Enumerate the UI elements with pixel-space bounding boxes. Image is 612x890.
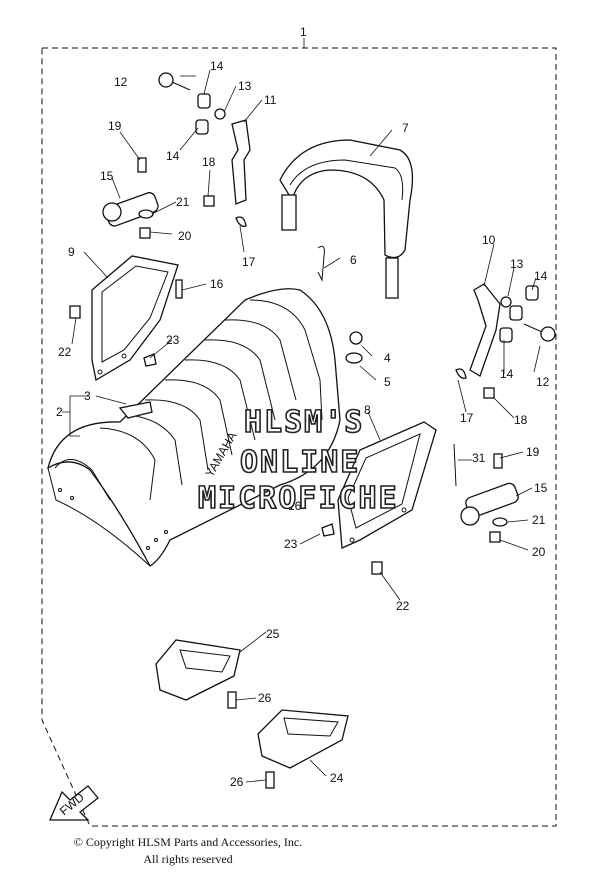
watermark-line-2: ONLINE [240, 445, 360, 480]
knob-right-part [523, 323, 556, 342]
callout-11: 11 [264, 93, 277, 107]
callout-20: 20 [178, 229, 192, 243]
copyright-line-2: All rights reserved [143, 852, 233, 866]
callout-1: 1 [300, 25, 307, 39]
callout-22: 22 [396, 599, 410, 613]
seat-part: YAMAHA [46, 288, 341, 567]
footrest-lower-part [257, 709, 349, 789]
callout-14: 14 [166, 149, 180, 163]
assembly-boundary [41, 47, 557, 827]
callout-10: 10 [482, 233, 496, 247]
callout-13: 13 [238, 79, 252, 93]
callout-25: 25 [266, 627, 280, 641]
callout-24: 24 [330, 771, 344, 785]
watermark-line-3: MICROFICHE [198, 481, 399, 516]
callout-4: 4 [384, 351, 391, 365]
callout-5: 5 [384, 375, 391, 389]
callout-17: 17 [460, 411, 474, 425]
callout-17: 17 [242, 255, 256, 269]
knob-left-part [158, 72, 191, 91]
callout-7: 7 [402, 121, 409, 135]
callout-31: 31 [472, 451, 486, 465]
callout-23: 23 [284, 537, 298, 551]
lock-left-part [102, 192, 159, 227]
callout-14: 14 [210, 59, 224, 73]
callout-21: 21 [532, 513, 546, 527]
callout-16: 16 [288, 499, 302, 513]
callout-15: 15 [100, 169, 114, 183]
callout-3: 3 [84, 389, 91, 403]
callout-18: 18 [514, 413, 528, 427]
callout-15: 15 [534, 481, 548, 495]
callout-14: 14 [534, 269, 548, 283]
callout-9: 9 [68, 245, 75, 259]
left-bracket-part [231, 119, 251, 205]
lock-right-part [460, 482, 519, 526]
callout-14: 14 [500, 367, 514, 381]
callout-16: 16 [210, 277, 224, 291]
fwd-arrow-icon: FWD [49, 785, 99, 821]
callout-20: 20 [532, 545, 546, 559]
callout-6: 6 [350, 253, 357, 267]
callout-21: 21 [176, 195, 190, 209]
callout-19: 19 [526, 445, 540, 459]
right-grab-bar-part [337, 421, 437, 549]
right-bracket-part [469, 283, 501, 377]
copyright-line-1: © Copyright HLSM Parts and Accessories, … [73, 835, 303, 849]
callout-26: 26 [230, 775, 244, 789]
callout-18: 18 [202, 155, 216, 169]
callout-22: 22 [58, 345, 72, 359]
callout-26: 26 [258, 691, 272, 705]
callout-12: 12 [114, 75, 128, 89]
callout-2: 2 [56, 405, 63, 419]
backrest-part [279, 139, 414, 299]
footrest-upper-part [155, 639, 241, 709]
callout-8: 8 [364, 403, 371, 417]
callout-23: 23 [166, 333, 180, 347]
copyright-notice: © Copyright HLSM Parts and Accessories, … [38, 834, 338, 868]
watermark-line-1: HLSM'S [244, 405, 364, 440]
left-grab-bar-part [91, 255, 179, 382]
callout-19: 19 [108, 119, 122, 133]
callout-12: 12 [536, 375, 550, 389]
callout-13: 13 [510, 257, 524, 271]
